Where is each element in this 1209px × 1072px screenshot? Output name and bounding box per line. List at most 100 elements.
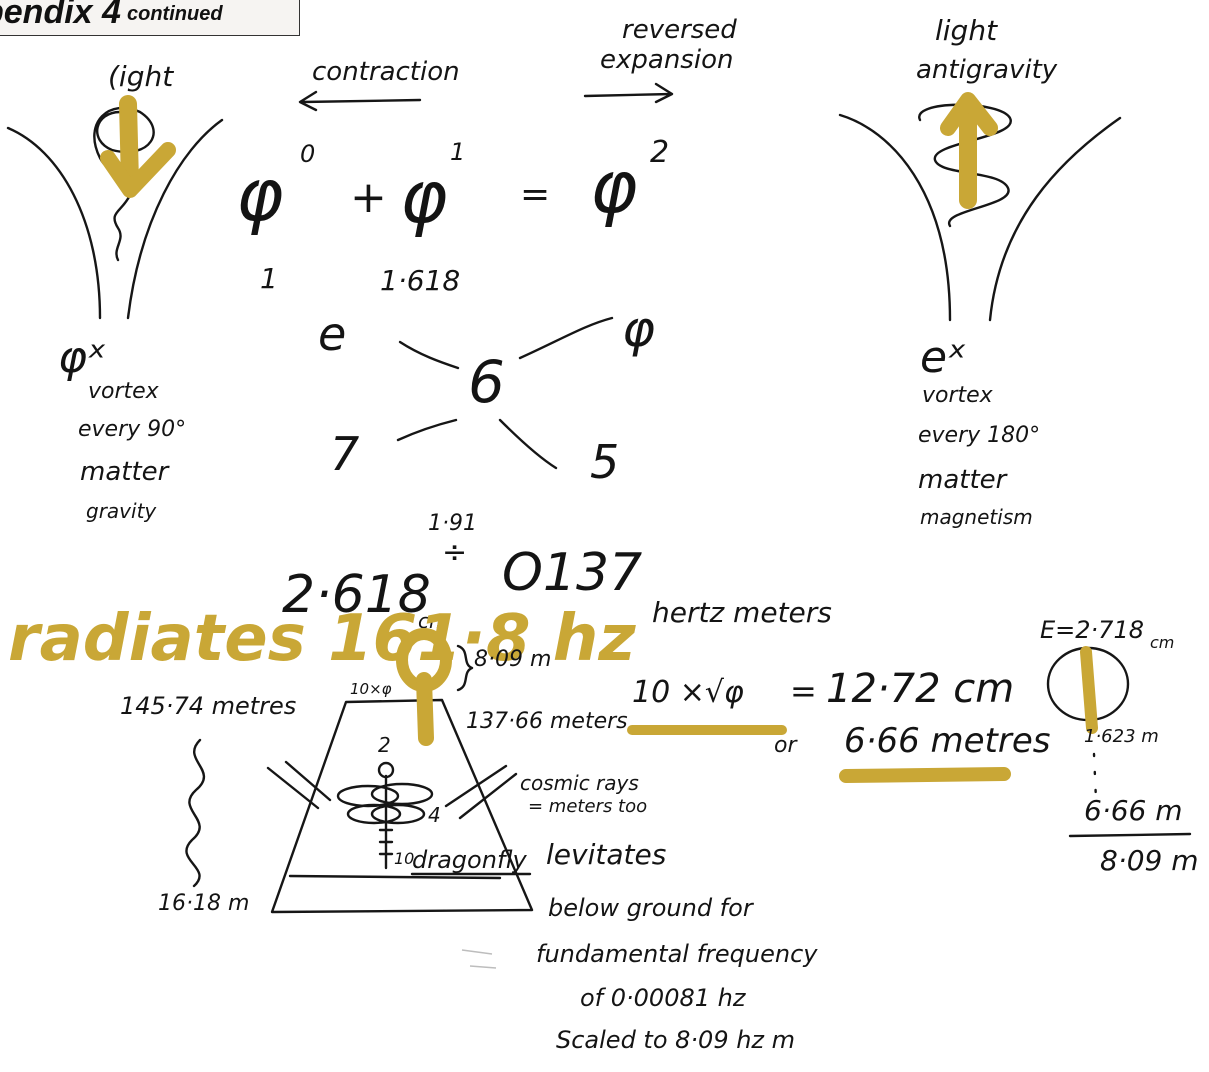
sqrt-formula: 10 ×√φ = 12·72 cm or 6·66 metres: [627, 666, 1051, 783]
left-vortex-spiral: [93, 106, 155, 262]
circle-vertical-highlight: [1080, 646, 1098, 734]
cross-line-seven: [396, 418, 458, 442]
value-one: 1: [260, 262, 278, 295]
formula-lhs: 10 ×√φ: [632, 675, 744, 710]
value-phi: 1·618: [380, 264, 460, 297]
circle-length-3: 8·09 m: [1100, 844, 1199, 877]
dragonfly-sketch: [336, 761, 434, 870]
pyramid-top-right: 137·66 meters: [466, 709, 628, 734]
left-vortex-line2: every 90°: [78, 417, 186, 442]
dragonfly-label: dragonfly: [412, 846, 527, 874]
right-funnel-left-wall: [838, 113, 952, 322]
right-up-arrowhead: [940, 92, 998, 136]
formula-rhs-metres: 6·66 metres: [844, 721, 1051, 761]
cross-line-e: [398, 340, 460, 370]
pyramid-outline: [270, 698, 534, 914]
right-vortex-line3: matter: [918, 465, 1009, 495]
appendix-continued-label: continued: [127, 3, 223, 25]
left-light-label: (ight: [108, 60, 174, 93]
cross-phi: φ: [622, 300, 655, 358]
reversed-label: reversed: [622, 15, 737, 45]
plus-sign: +: [350, 172, 387, 223]
dragonfly-number-4: 4: [428, 803, 441, 827]
pyramid-wavy-side: [185, 738, 206, 888]
formula-equals: =: [790, 672, 817, 710]
cross-line-phi: [518, 316, 614, 360]
right-vortex: light antigravity eˣ vortex every 180° m…: [838, 14, 1122, 529]
division-sign: ÷: [442, 535, 467, 570]
dragonfly-wing-lower-right: [370, 803, 426, 825]
left-vortex-line4: gravity: [86, 499, 157, 523]
value-2618: 2·618: [282, 565, 431, 625]
expansion-label: expansion: [600, 45, 733, 75]
phi-term-1: φ: [400, 155, 448, 239]
circle-137: O137: [502, 543, 642, 603]
left-funnel-right-wall: [126, 118, 224, 320]
appendix-header-box: pendix 4 continued: [0, 0, 300, 36]
cross-line-five: [498, 418, 558, 470]
phi-exponent-0: 0: [300, 140, 315, 168]
cross-e: e: [318, 307, 346, 361]
cross-six: 6: [468, 348, 505, 416]
circle-e-unit: cm: [1150, 633, 1174, 652]
left-down-arrowhead: [100, 142, 176, 198]
cross-seven: 7: [330, 427, 359, 481]
appendix-title: pendix 4: [0, 0, 121, 31]
pyramid-left-height: 145·74 metres: [120, 692, 296, 720]
levitates-label: levitates: [546, 838, 666, 871]
radiates-highlight-text: radiates 161·8 hz: [8, 602, 636, 676]
left-vortex: (ight φˣ vortex every 90° matter gravity: [6, 60, 224, 523]
contraction-arrow: [298, 90, 422, 112]
dragonfly-body: [378, 774, 394, 870]
contraction-label: contraction: [312, 57, 460, 87]
phi-term-0: φ: [236, 153, 284, 237]
below-ground-line4: Scaled to 8·09 hz m: [556, 1026, 795, 1054]
dragonfly-wing-lower-left: [346, 803, 402, 825]
hertz-meters-label: hertz meters: [652, 596, 832, 629]
ratio-191: 1·91: [428, 511, 477, 536]
right-light-label: light: [935, 14, 998, 47]
left-funnel-left-wall: [6, 126, 102, 320]
cosmic-ray-left: [266, 760, 332, 810]
phi-exponent-1: 1: [450, 138, 465, 166]
capstone-height-label: 8·09 m: [474, 647, 551, 672]
phi-term-2: φ: [590, 145, 638, 229]
scan-smudge: [461, 949, 497, 969]
below-ground-line3: of 0·00081 hz: [580, 984, 747, 1012]
pyramid-inner-line: [288, 874, 502, 880]
below-ground-line2: fundamental frequency: [536, 940, 818, 968]
cosmic-rays-label: cosmic rays: [520, 771, 639, 795]
capstone-stem-highlight: [416, 672, 434, 746]
expansion-arrow: [583, 82, 674, 104]
right-vortex-line2: every 180°: [918, 423, 1040, 448]
circle-fraction-bar: [1068, 832, 1192, 838]
dragonfly-wing-right: [370, 782, 434, 806]
right-vortex-line1: vortex: [922, 383, 994, 408]
formula-rhs: 12·72 cm: [826, 666, 1014, 712]
left-phi-exponent: φˣ: [58, 332, 107, 383]
circle-e-value: E=2·718: [1040, 616, 1144, 644]
pyramid-diagram: 8·09 m 10×φ 145·74 metres 137·66 meters …: [120, 628, 818, 1054]
middle-row: 1·91 ÷ 2·618 cm O137 hertz meters radiat…: [8, 511, 832, 676]
left-down-arrow-highlight: [119, 95, 139, 191]
capstone-bracket: [456, 644, 474, 692]
circle-length-1: 1·623 m: [1084, 726, 1159, 747]
right-funnel-right-wall: [988, 116, 1122, 322]
equals-sign: =: [520, 174, 550, 215]
right-vortex-line4: magnetism: [920, 505, 1033, 529]
dragonfly-head: [377, 761, 395, 779]
center-equation: contraction reversed expansion φ 0 + φ 1…: [236, 15, 737, 489]
cosmic-ray-right: [444, 764, 518, 820]
circle-dotted-line: [1092, 752, 1098, 802]
formula-or: or: [774, 733, 798, 758]
circle-length-2: 6·66 m: [1084, 794, 1183, 827]
right-e-exponent: eˣ: [920, 332, 967, 383]
dragonfly-number-10: 10: [394, 849, 414, 868]
formula-rhs-highlight: [839, 767, 1011, 783]
antigravity-label: antigravity: [916, 55, 1058, 85]
cosmic-rays-label-2: = meters too: [528, 796, 647, 817]
pyramid-top-label: 10×φ: [350, 680, 392, 698]
cross-five: 5: [590, 435, 619, 489]
below-ground-line1: below ground for: [548, 894, 755, 922]
